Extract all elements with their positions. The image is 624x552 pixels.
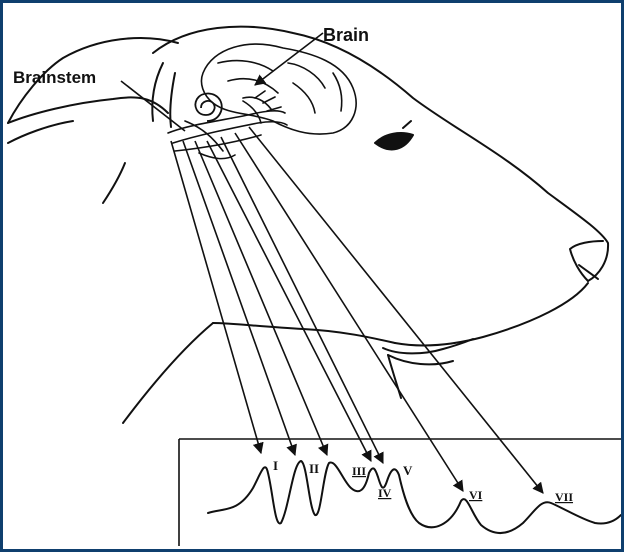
brain-pointer xyxy=(255,33,323,85)
arrow-wave-III xyxy=(195,141,327,455)
wave-label-I: I xyxy=(273,458,278,473)
wave-label-II: II xyxy=(309,461,319,476)
cochlea-spiral xyxy=(195,93,221,121)
arrow-wave-V xyxy=(221,137,383,463)
signal-arrows xyxy=(171,127,543,493)
wave-label-III: III xyxy=(352,464,366,478)
brainstem-pointer xyxy=(121,81,185,131)
brain-drawing xyxy=(201,44,356,134)
arrow-wave-I xyxy=(171,141,261,453)
wave-label-V: V xyxy=(403,463,413,478)
wave-label-IV: IV xyxy=(378,486,392,500)
arrow-wave-VI xyxy=(235,133,463,491)
dog-brainstem-diagram: Brain Brainstem I II III IV V VI VII xyxy=(3,3,621,549)
wave-label-VII: VII xyxy=(555,490,573,504)
wave-label-VI: VI xyxy=(469,488,483,502)
arrow-wave-IV xyxy=(207,141,371,461)
brain-label: Brain xyxy=(323,25,369,45)
arrow-wave-II xyxy=(183,141,295,455)
dog-ear xyxy=(8,38,178,203)
label-pointers xyxy=(121,33,323,131)
brainstem-label: Brainstem xyxy=(13,68,96,87)
